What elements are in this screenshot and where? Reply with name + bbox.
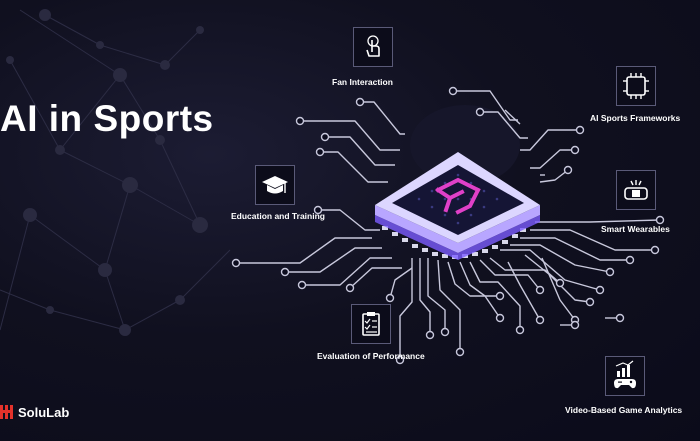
- solulab-logo-icon: [0, 405, 13, 419]
- video-game-analytics-label: Video-Based Game Analytics: [565, 405, 683, 415]
- education-training-icon-box: [255, 165, 295, 205]
- background-glow: [410, 105, 520, 185]
- evaluation-performance-label: Evaluation of Performance: [317, 351, 425, 361]
- education-training-label: Education and Training: [231, 211, 325, 221]
- gamepad-chart-icon: [614, 360, 636, 389]
- evaluation-performance-icon-box: [351, 304, 391, 344]
- graduation-cap-icon: [262, 176, 288, 194]
- page-title: AI in Sports: [0, 98, 214, 139]
- circuit-traces: [236, 90, 661, 360]
- brand-name: SoluLab: [18, 404, 70, 420]
- brand-logo: SoluLab: [0, 403, 69, 421]
- circuit-nodes: [231, 86, 665, 365]
- smartwatch-icon: [624, 180, 648, 200]
- background-network: [0, 9, 231, 331]
- smart-wearables-icon-box: [616, 170, 656, 210]
- background-network-nodes: [6, 9, 208, 336]
- ai-sports-frameworks-icon-box: [616, 66, 656, 106]
- ai-sports-frameworks-label: AI Sports Frameworks: [590, 113, 681, 123]
- ai-chip-icon: [623, 73, 649, 99]
- clipboard-checklist-icon: [362, 312, 380, 336]
- touch-hand-icon: [366, 35, 380, 57]
- video-game-analytics-icon-box: [605, 356, 645, 396]
- fan-interaction-label: Fan Interaction: [332, 77, 393, 87]
- smart-wearables-label: Smart Wearables: [601, 224, 670, 234]
- ai-chip: [375, 152, 540, 260]
- fan-interaction-icon-box: [353, 27, 393, 67]
